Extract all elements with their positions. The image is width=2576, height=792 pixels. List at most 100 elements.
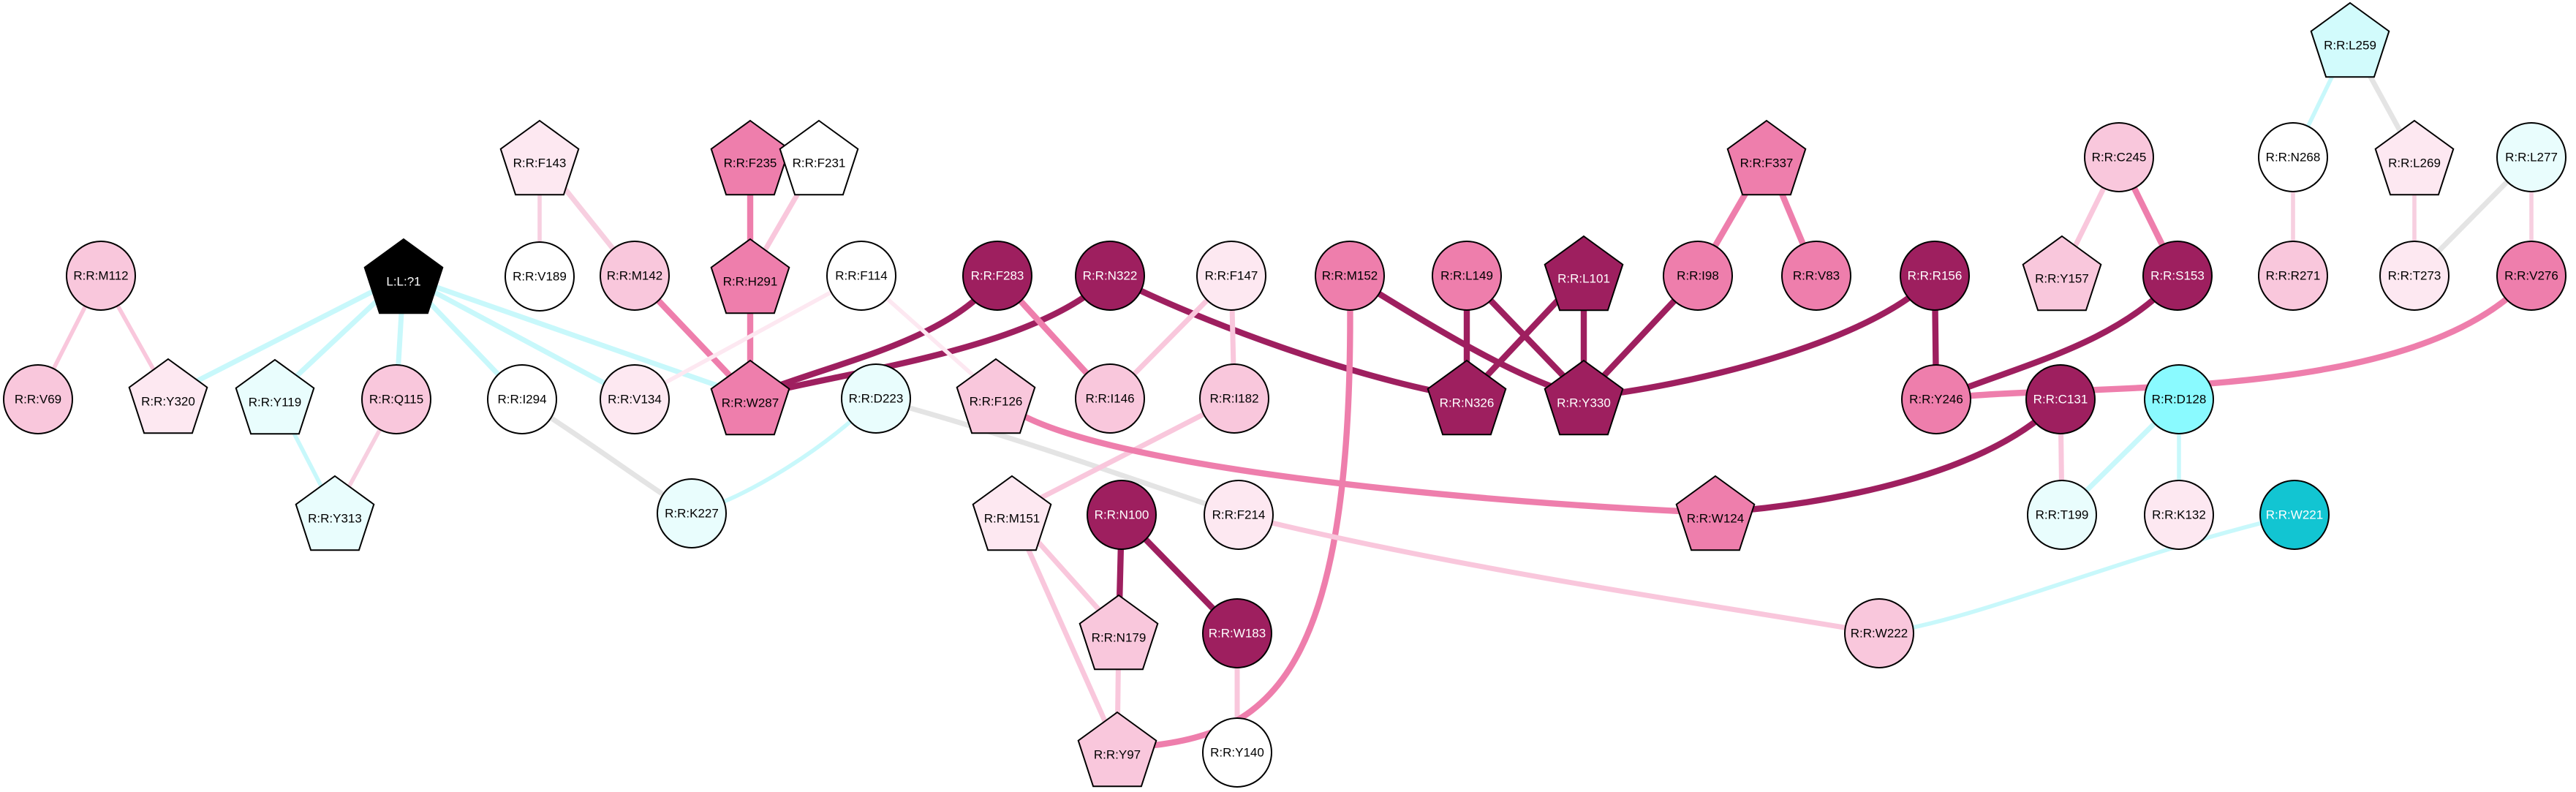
node-v69: R:R:V69 — [3, 364, 73, 434]
node-pentagon — [779, 119, 859, 196]
node-circle — [2144, 480, 2214, 550]
node-pentagon — [499, 119, 580, 196]
node-n326: R:R:N326 — [1427, 359, 1507, 436]
node-n179: R:R:N179 — [1079, 594, 1159, 671]
node-label: R:R:K227 — [665, 507, 719, 521]
node-label: R:R:N322 — [1083, 269, 1138, 283]
node-f231: R:R:F231 — [779, 119, 859, 196]
node-t199: R:R:T199 — [2027, 480, 2097, 550]
node-circle — [505, 241, 575, 312]
node-circle — [2142, 241, 2213, 311]
node-y140: R:R:Y140 — [1202, 717, 1272, 788]
edge-w221-w222 — [1877, 513, 2297, 636]
node-label: R:R:N179 — [1092, 631, 1147, 645]
node-w183: R:R:W183 — [1202, 598, 1272, 668]
node-circle — [1087, 480, 1157, 550]
node-label: R:R:Y119 — [249, 396, 301, 410]
node-circle — [1202, 717, 1272, 788]
node-label: R:R:K132 — [2152, 508, 2206, 522]
node-y313: R:R:Y313 — [295, 475, 375, 551]
node-label: R:R:F231 — [793, 156, 846, 170]
node-f214: R:R:F214 — [1204, 480, 1274, 550]
node-label: R:R:W287 — [722, 396, 779, 410]
node-label: R:R:M142 — [607, 269, 663, 283]
node-label: R:R:D223 — [849, 392, 904, 406]
node-m112: R:R:M112 — [66, 241, 136, 311]
node-label: R:R:F337 — [1740, 156, 1794, 170]
node-circle — [1901, 364, 1971, 434]
node-label: R:R:L277 — [2505, 151, 2558, 165]
node-pentagon — [1726, 119, 1807, 196]
node-v83: R:R:V83 — [1781, 241, 1851, 311]
node-f337: R:R:F337 — [1726, 119, 1807, 196]
node-circle — [1202, 598, 1272, 668]
node-label: R:R:N326 — [1440, 396, 1495, 410]
node-circle — [1432, 241, 1502, 311]
node-l277: R:R:L277 — [2496, 122, 2566, 192]
node-q115: R:R:Q115 — [361, 364, 431, 434]
node-h291: R:R:H291 — [710, 238, 790, 314]
node-v134: R:R:V134 — [600, 364, 670, 434]
node-circle — [1199, 363, 1269, 434]
node-label: R:R:Y140 — [1210, 746, 1264, 760]
node-y320: R:R:Y320 — [128, 358, 208, 434]
node-t273: R:R:T273 — [2379, 241, 2450, 311]
node-pentagon — [710, 359, 790, 436]
node-circle — [2025, 364, 2096, 434]
node-label: R:R:F114 — [835, 269, 888, 283]
node-c245: R:R:C245 — [2084, 122, 2154, 192]
node-m151: R:R:M151 — [972, 475, 1052, 551]
node-y157: R:R:Y157 — [2022, 235, 2102, 312]
node-y330: R:R:Y330 — [1544, 359, 1624, 436]
node-circle — [1900, 241, 1970, 311]
node-label: R:R:R156 — [1908, 269, 1963, 283]
node-f126: R:R:F126 — [956, 358, 1036, 434]
node-circle — [2496, 241, 2566, 311]
node-pentagon — [1675, 475, 1756, 551]
node-circle — [2379, 241, 2450, 311]
edge-v276-y246 — [1933, 272, 2535, 403]
node-circle — [1075, 363, 1145, 434]
node-circle — [1315, 241, 1385, 311]
node-pentagon — [1077, 711, 1157, 788]
edge-m151-y97 — [1009, 510, 1120, 752]
node-circle — [2496, 122, 2566, 192]
node-pentagon — [128, 358, 208, 434]
node-f235: R:R:F235 — [710, 119, 790, 196]
node-f143: R:R:F143 — [499, 119, 580, 196]
node-f283: R:R:F283 — [962, 241, 1032, 311]
node-label: R:R:Y320 — [141, 395, 195, 409]
node-label: R:R:L149 — [1440, 269, 1493, 283]
node-v189: R:R:V189 — [505, 241, 575, 312]
node-label: R:R:I146 — [1085, 392, 1134, 406]
node-i146: R:R:I146 — [1075, 363, 1145, 434]
node-l101: R:R:L101 — [1544, 235, 1624, 312]
node-circle — [3, 364, 73, 434]
node-pentagon — [2374, 119, 2455, 196]
node-pentagon — [956, 358, 1036, 434]
node-n100: R:R:N100 — [1087, 480, 1157, 550]
node-label: R:R:F143 — [513, 156, 567, 170]
node-label: R:R:D128 — [2152, 393, 2207, 407]
node-pentagon — [972, 475, 1052, 551]
node-n268: R:R:N268 — [2258, 122, 2328, 192]
node-f114: R:R:F114 — [826, 241, 896, 311]
edge-s153-y246 — [1933, 272, 2181, 403]
node-circle — [657, 478, 727, 548]
node-label: R:R:W221 — [2266, 508, 2323, 522]
node-label: R:R:N100 — [1095, 508, 1149, 522]
node-pentagon — [710, 238, 790, 314]
node-m142: R:R:M142 — [600, 241, 670, 311]
node-label: R:R:T199 — [2036, 508, 2089, 522]
node-pentagon — [2022, 235, 2102, 312]
node-pentagon — [1079, 594, 1159, 671]
node-label: L:L:?1 — [386, 275, 420, 289]
node-label: R:R:W183 — [1209, 627, 1266, 641]
node-l149: R:R:L149 — [1432, 241, 1502, 311]
node-label: R:R:V69 — [15, 393, 61, 407]
node-label: R:R:N268 — [2266, 151, 2321, 165]
node-circle — [2258, 122, 2328, 192]
node-label: R:R:T273 — [2388, 269, 2441, 283]
node-d223: R:R:D223 — [841, 363, 911, 434]
